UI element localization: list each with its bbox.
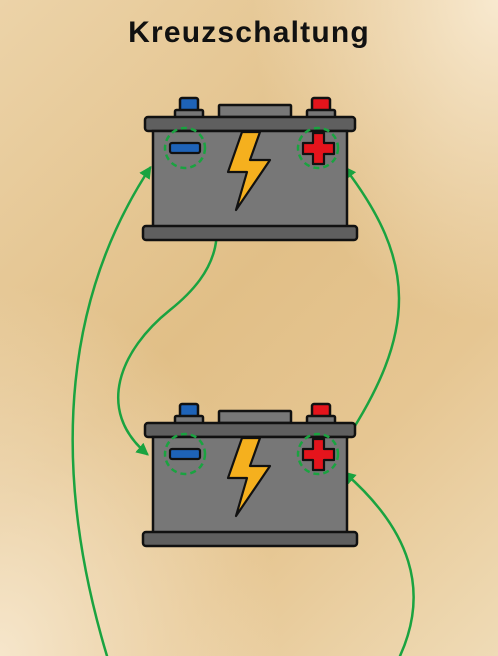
- wire-cross-positive: [340, 166, 401, 448]
- battery-top: [141, 96, 359, 242]
- wire-right-outer: [343, 471, 415, 656]
- wire-left-outer: [71, 165, 152, 656]
- battery-bottom: [141, 402, 359, 548]
- page-title: Kreuzschaltung: [128, 16, 370, 49]
